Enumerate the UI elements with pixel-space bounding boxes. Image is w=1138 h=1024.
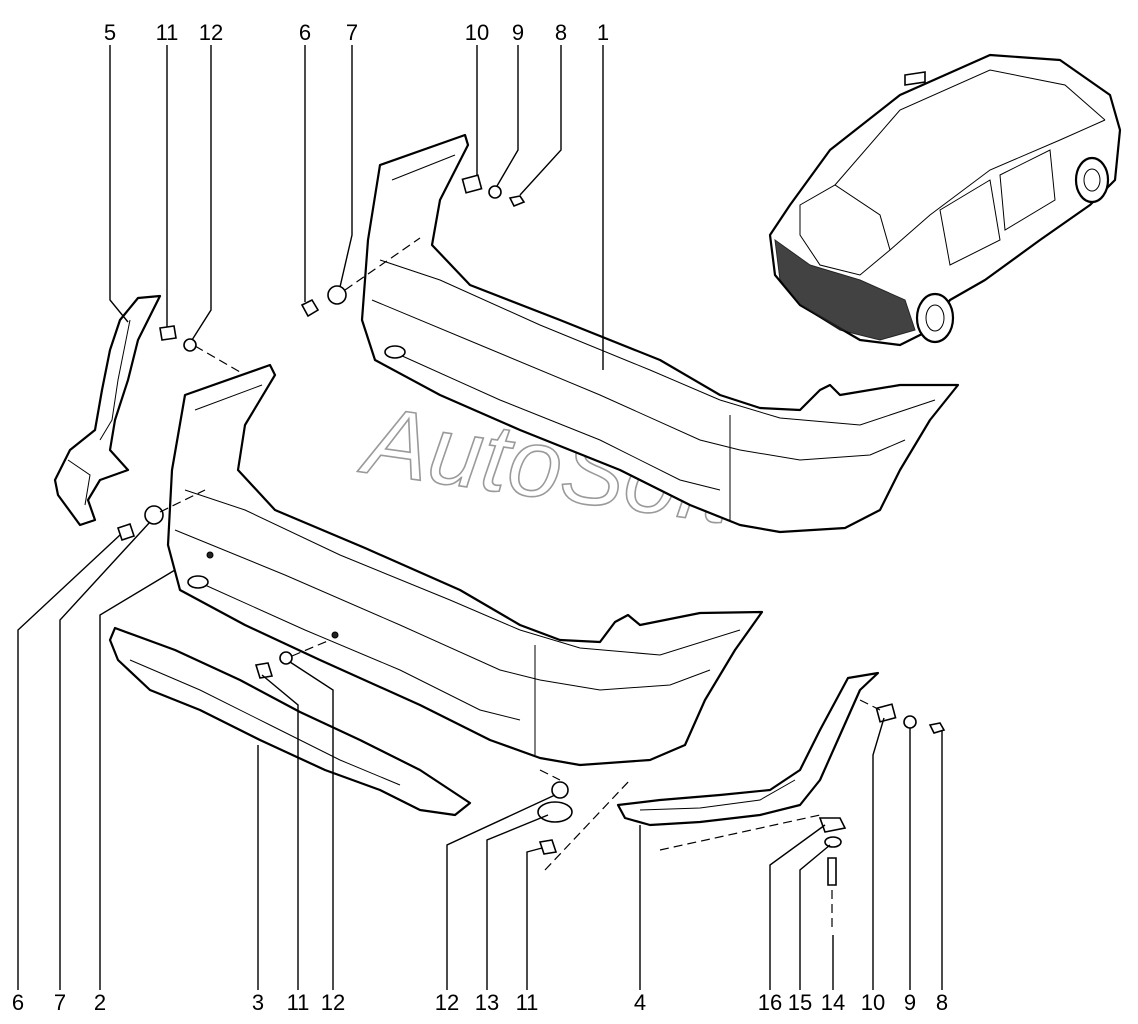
label-15: 15 (788, 990, 812, 1015)
bumper-lower (166, 363, 764, 767)
bumper-upper (360, 133, 960, 534)
label-4: 4 (634, 990, 646, 1015)
label-14: 14 (821, 990, 845, 1015)
label-10-top: 10 (465, 20, 489, 45)
label-7-top: 7 (346, 20, 358, 45)
labels-bottom: 6 7 2 3 11 12 12 13 11 4 16 15 14 10 9 8 (12, 990, 948, 1015)
label-11-bottom-b: 11 (516, 990, 539, 1015)
label-5: 5 (104, 20, 116, 45)
label-16: 16 (758, 990, 782, 1015)
assembly-lines (159, 237, 881, 930)
trim-strip (616, 671, 880, 827)
label-10-bottom: 10 (861, 990, 885, 1015)
fasteners (116, 174, 946, 886)
label-13: 13 (475, 990, 499, 1015)
label-8-bottom: 8 (936, 990, 948, 1015)
label-2: 2 (94, 990, 106, 1015)
labels-top: 5 11 12 6 7 10 9 8 1 (104, 20, 609, 45)
label-8-top: 8 (555, 20, 567, 45)
label-1: 1 (597, 20, 609, 45)
side-bracket (53, 294, 162, 527)
label-9-top: 9 (512, 20, 524, 45)
label-12-top: 12 (199, 20, 223, 45)
label-12-bottom-a: 12 (321, 990, 345, 1015)
label-3: 3 (252, 990, 264, 1015)
label-6-bottom: 6 (12, 990, 24, 1015)
leader-lines (17, 45, 943, 990)
car-illustration (768, 53, 1122, 347)
label-11-top: 11 (156, 20, 179, 45)
label-6-top: 6 (299, 20, 311, 45)
label-9-bottom: 9 (904, 990, 916, 1015)
lower-spoiler (108, 626, 472, 817)
label-7-bottom: 7 (54, 990, 66, 1015)
label-12-bottom-b: 12 (435, 990, 459, 1015)
label-11-bottom-a: 11 (287, 990, 310, 1015)
